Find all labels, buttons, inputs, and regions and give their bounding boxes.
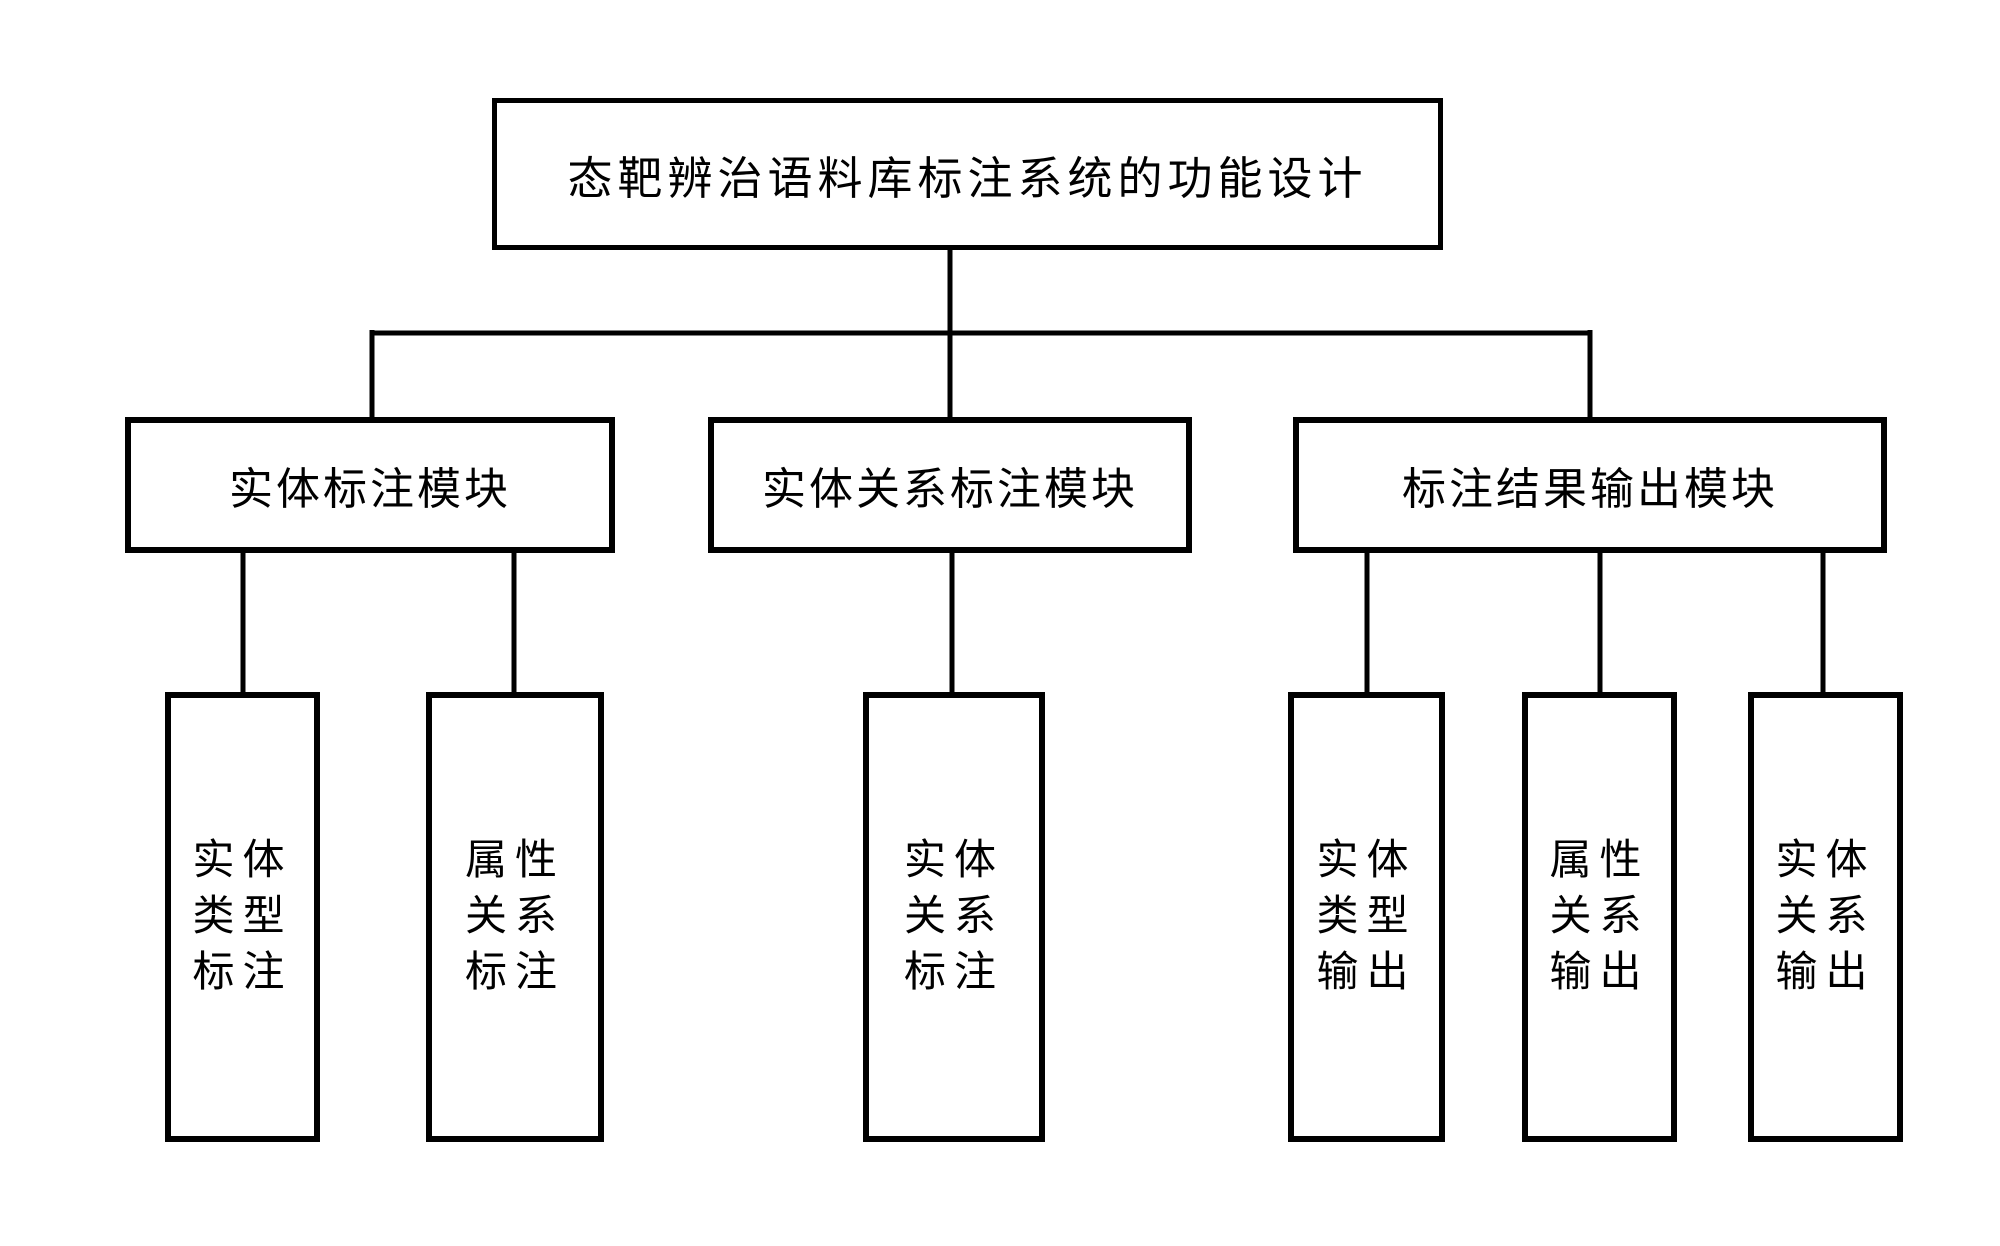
node-module-entity-annotation: 实体标注模块: [125, 417, 615, 553]
node-leaf-entity-relation-annotation: 实体 关系 标注: [863, 692, 1045, 1142]
node-root-title: 态靶辨治语料库标注系统的功能设计: [492, 98, 1443, 250]
node-module-entity-relation-annotation: 实体关系标注模块: [708, 417, 1192, 553]
node-leaf-entity-type-annotation: 实体 类型 标注: [165, 692, 320, 1142]
node-leaf-attribute-relation-output: 属性 关系 输出: [1522, 692, 1677, 1142]
node-module-annotation-result-output: 标注结果输出模块: [1293, 417, 1887, 553]
node-leaf-entity-relation-output: 实体 关系 输出: [1748, 692, 1903, 1142]
node-leaf-attribute-relation-annotation: 属性 关系 标注: [426, 692, 604, 1142]
node-leaf-entity-type-output: 实体 类型 输出: [1288, 692, 1445, 1142]
